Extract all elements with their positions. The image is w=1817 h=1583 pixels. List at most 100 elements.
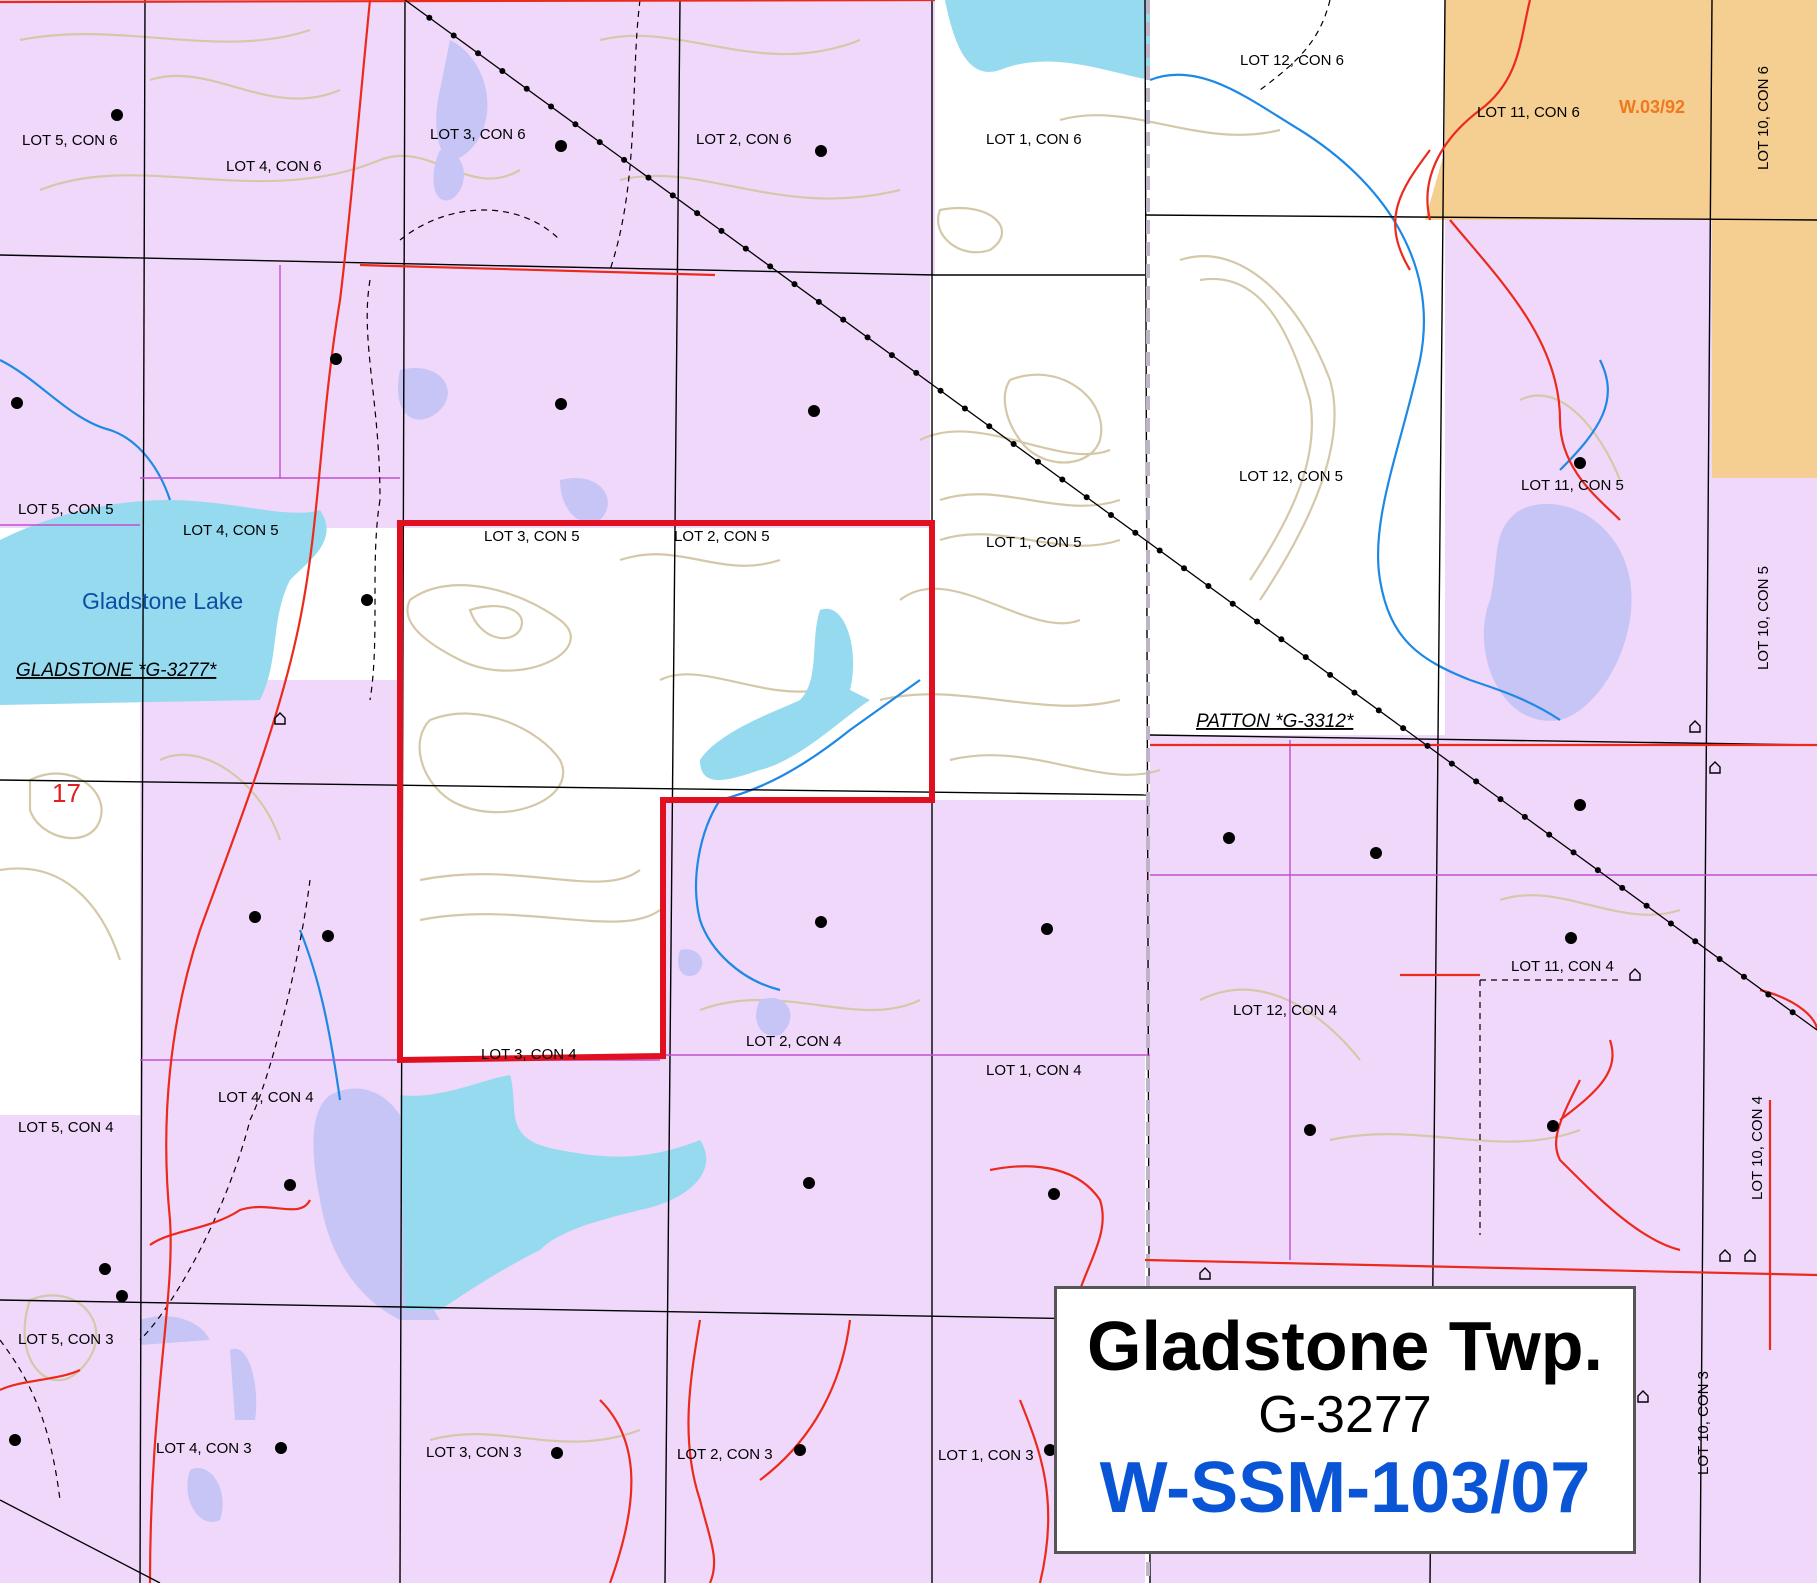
- transmission-dot: [450, 32, 457, 39]
- lot-label: LOT 12, CON 5: [1239, 468, 1343, 485]
- transmission-dot: [523, 85, 530, 92]
- transmission-dot: [621, 156, 628, 163]
- transmission-dot: [1302, 654, 1309, 661]
- transmission-dot: [840, 316, 847, 323]
- transmission-dot: [1473, 778, 1480, 785]
- lot-label: LOT 5, CON 4: [18, 1119, 114, 1136]
- transmission-dot: [1497, 796, 1504, 803]
- transmission-dot: [1765, 991, 1772, 998]
- transmission-dot: [1740, 973, 1747, 980]
- transmission-dot: [1278, 636, 1285, 643]
- lot-label: LOT 4, CON 4: [218, 1089, 314, 1106]
- streams: [0, 73, 1609, 1101]
- transmission-dot: [1546, 831, 1553, 838]
- lot-label: LOT 4, CON 6: [226, 158, 322, 175]
- transmission-dot: [1570, 849, 1577, 856]
- township-label-gladstone: GLADSTONE *G-3277*: [16, 660, 217, 681]
- transmission-dot: [596, 139, 603, 146]
- transmission-dot: [694, 210, 701, 217]
- withdrawal-area: [1425, 0, 1817, 478]
- lot-label: LOT 11, CON 5: [1521, 477, 1624, 494]
- transmission-dot: [791, 281, 798, 288]
- transmission-dot: [1424, 742, 1431, 749]
- lot-label: LOT 1, CON 4: [986, 1062, 1082, 1079]
- transmission-dot: [645, 174, 652, 181]
- transmission-dot: [1521, 813, 1528, 820]
- transmission-dot: [961, 405, 968, 412]
- lot-label: LOT 5, CON 6: [22, 132, 118, 149]
- transmission-dot: [1083, 494, 1090, 501]
- lot-label: LOT 10, CON 5: [1755, 566, 1772, 670]
- transmission-dot: [1375, 707, 1382, 714]
- transmission-dot: [1400, 725, 1407, 732]
- lot-label: LOT 2, CON 5: [674, 528, 770, 545]
- transmission-dot: [1181, 565, 1188, 572]
- lot-label: LOT 1, CON 5: [986, 534, 1082, 551]
- lot-label: LOT 2, CON 3: [677, 1446, 773, 1463]
- transmission-dot: [1229, 600, 1236, 607]
- number-label: 17: [52, 778, 81, 808]
- transmission-dot: [1254, 618, 1261, 625]
- transmission-dot: [1327, 671, 1334, 678]
- water-bodies: [0, 0, 1150, 1310]
- township-label-patton: PATTON *G-3312*: [1196, 711, 1354, 732]
- transmission-dot: [1643, 902, 1650, 909]
- withdrawal-label: W.03/92: [1619, 97, 1685, 117]
- lot-label: LOT 12, CON 6: [1240, 52, 1344, 69]
- transmission-dot: [1010, 440, 1017, 447]
- lot-label: LOT 10, CON 4: [1749, 1096, 1766, 1200]
- transmission-dot: [888, 352, 895, 359]
- transmission-dot: [572, 121, 579, 128]
- lot-label: LOT 5, CON 3: [18, 1331, 114, 1348]
- title-block: Gladstone Twp. G-3277 W-SSM-103/07: [1054, 1286, 1636, 1554]
- transmission-dot: [1108, 512, 1114, 518]
- lot-label: LOT 2, CON 6: [696, 131, 792, 148]
- transmission-dot: [742, 245, 749, 252]
- lot-label: LOT 3, CON 3: [426, 1444, 522, 1461]
- transmission-line-dots: [426, 14, 1796, 1016]
- transmission-dot: [1059, 476, 1066, 483]
- transmission-dot: [1448, 760, 1455, 767]
- lot-label: LOT 1, CON 3: [938, 1447, 1034, 1464]
- township-code: G-3277: [1258, 1386, 1432, 1444]
- lot-label: LOT 3, CON 5: [484, 528, 580, 545]
- trails: [0, 0, 1620, 1501]
- transmission-dot: [1692, 938, 1699, 945]
- transmission-dot: [1667, 920, 1674, 927]
- transmission-dot: [1716, 955, 1723, 962]
- transmission-dot: [986, 423, 993, 430]
- transmission-dot: [1351, 689, 1358, 696]
- lot-label: LOT 10, CON 3: [1695, 1371, 1712, 1475]
- transmission-dot: [864, 334, 871, 341]
- claim-outline: [397, 520, 935, 1064]
- house-icons: [274, 712, 1756, 1403]
- lot-label: LOT 12, CON 4: [1233, 1002, 1337, 1019]
- transmission-dot: [767, 263, 774, 270]
- transmission-dot: [475, 50, 482, 57]
- transmission-dot: [548, 103, 555, 110]
- transmission-dot: [1205, 583, 1212, 590]
- transmission-dot: [718, 227, 725, 234]
- transmission-dot: [1594, 867, 1601, 874]
- lot-label: LOT 3, CON 4: [481, 1046, 577, 1063]
- lot-label: LOT 10, CON 6: [1755, 66, 1772, 170]
- lake-label: Gladstone Lake: [82, 588, 243, 614]
- transmission-dot: [913, 369, 920, 376]
- transmission-dot: [1156, 547, 1163, 554]
- transmission-dot: [426, 14, 433, 21]
- transmission-dot: [1034, 458, 1041, 465]
- lot-label: LOT 11, CON 6: [1477, 104, 1580, 121]
- lot-label: LOT 4, CON 3: [156, 1440, 252, 1457]
- lot-label: LOT 1, CON 6: [986, 131, 1082, 148]
- lot-labels: LOT 5, CON 6 LOT 4, CON 6 LOT 3, CON 6 L…: [18, 52, 1772, 1475]
- lot-label: LOT 11, CON 4: [1511, 958, 1614, 975]
- transmission-dot: [669, 192, 676, 199]
- contour-lines: [0, 28, 1681, 1443]
- claim-number: W-SSM-103/07: [1099, 1448, 1591, 1528]
- lot-label: LOT 2, CON 4: [746, 1033, 842, 1050]
- transmission-dot: [937, 387, 944, 394]
- lot-label: LOT 3, CON 6: [430, 126, 526, 143]
- wetlands: [140, 40, 1632, 1522]
